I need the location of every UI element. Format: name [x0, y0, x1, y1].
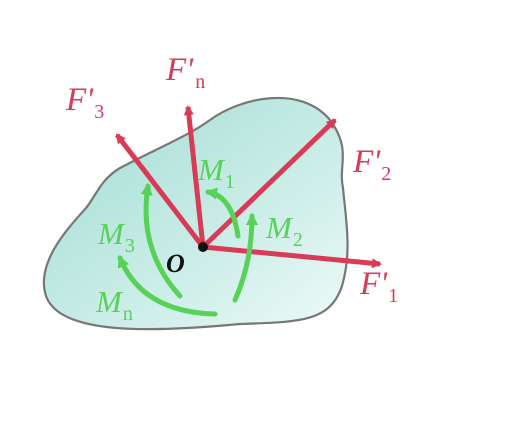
force-f2-arrow	[201, 118, 337, 249]
rigid-body	[42, 96, 349, 331]
moment-m3-arc	[140, 183, 183, 299]
force-f1-arrow	[202, 244, 382, 269]
moment-m3-label: M3	[97, 216, 135, 257]
force-fn-arrow	[183, 105, 206, 248]
moment-arcs	[117, 183, 258, 317]
origin-point	[198, 242, 208, 252]
force-arrows	[115, 105, 382, 269]
force-fn-label: F'n	[165, 52, 205, 93]
moment-mn-arc	[117, 255, 218, 317]
moment-m2-arc	[232, 213, 258, 303]
moment-m1-label: M1	[197, 152, 235, 193]
moment-m2-label: M2	[265, 210, 303, 251]
force-f3-arrow	[115, 133, 205, 249]
moment-m1-arc	[205, 187, 241, 239]
moment-mn-label: Mn	[95, 284, 133, 325]
force-f2-label: F'2	[352, 144, 391, 185]
force-f3-label: F'3	[65, 82, 104, 123]
force-f1-label: F'1	[359, 266, 398, 307]
origin-label: O	[166, 249, 185, 278]
